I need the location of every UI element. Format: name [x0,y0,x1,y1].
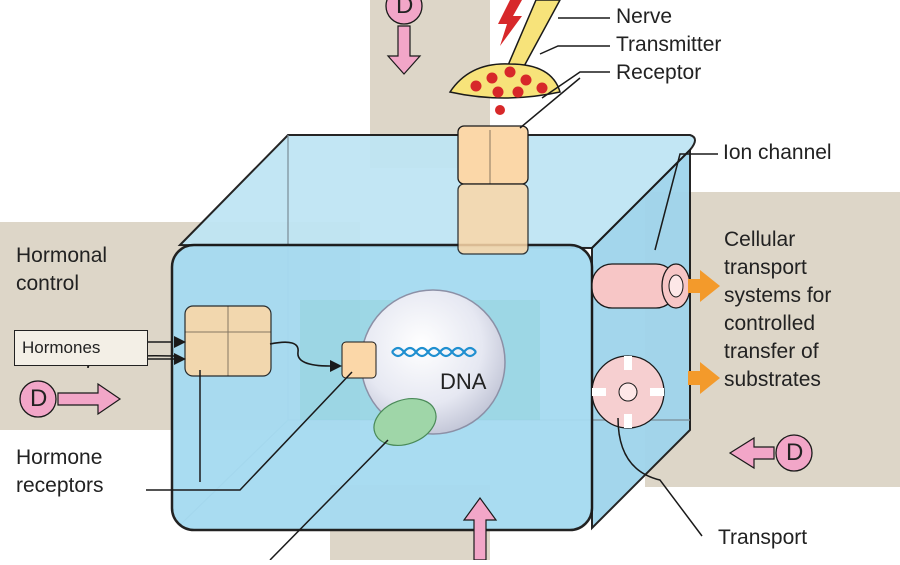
d-arrow-left [19,380,122,418]
dna-helix-icon-strand [391,346,477,358]
lightning-icon [498,0,522,46]
d-marker-right: D [786,439,804,466]
hormone-receptor-block [184,305,272,377]
transport-molecule [591,355,665,429]
ion-channel [591,263,691,309]
green-organelle [373,398,437,446]
label-transmitter: Transmitter [616,33,722,56]
d-marker-left: D [30,385,48,412]
orange-arrow-transport [688,362,720,394]
label-transport-4: controlled [724,312,816,335]
leader-lines [146,17,718,561]
intracellular-receptor [341,341,377,379]
label-transport-2: transport [724,256,807,279]
dna-helix-icon [391,346,477,358]
d-arrow-right [728,434,813,472]
orange-arrow-ion [688,270,720,302]
label-transport-3: systems for [724,284,832,307]
label-ion-channel: Ion channel [723,141,832,164]
label-transport-1: Cellular [724,228,796,251]
label-hormonal-control-1: Hormonal [16,244,108,267]
label-receptor: Receptor [616,61,702,84]
d-arrow-top [385,0,423,75]
label-hormone-receptors-1: Hormone [16,446,103,469]
d-arrow-bottom [462,496,498,561]
label-transport-molecules: Transport [718,526,808,549]
label-transport-5: transfer of [724,340,819,363]
label-hormone-receptors-2: receptors [16,474,104,497]
d-marker-top: D [396,0,414,19]
label-dna: DNA [440,369,487,394]
hormones-box: Hormones [14,330,148,366]
label-hormonal-control-2: control [16,272,80,295]
transmitter-dots [470,66,548,115]
membrane-receptor [457,125,529,255]
arrowhead-hormone-2 [174,353,186,365]
arrowhead-hormone-3 [330,360,342,372]
label-transport-6: substrates [724,368,821,391]
label-nerve: Nerve [616,5,673,28]
arrowhead-hormone-1 [174,336,186,348]
